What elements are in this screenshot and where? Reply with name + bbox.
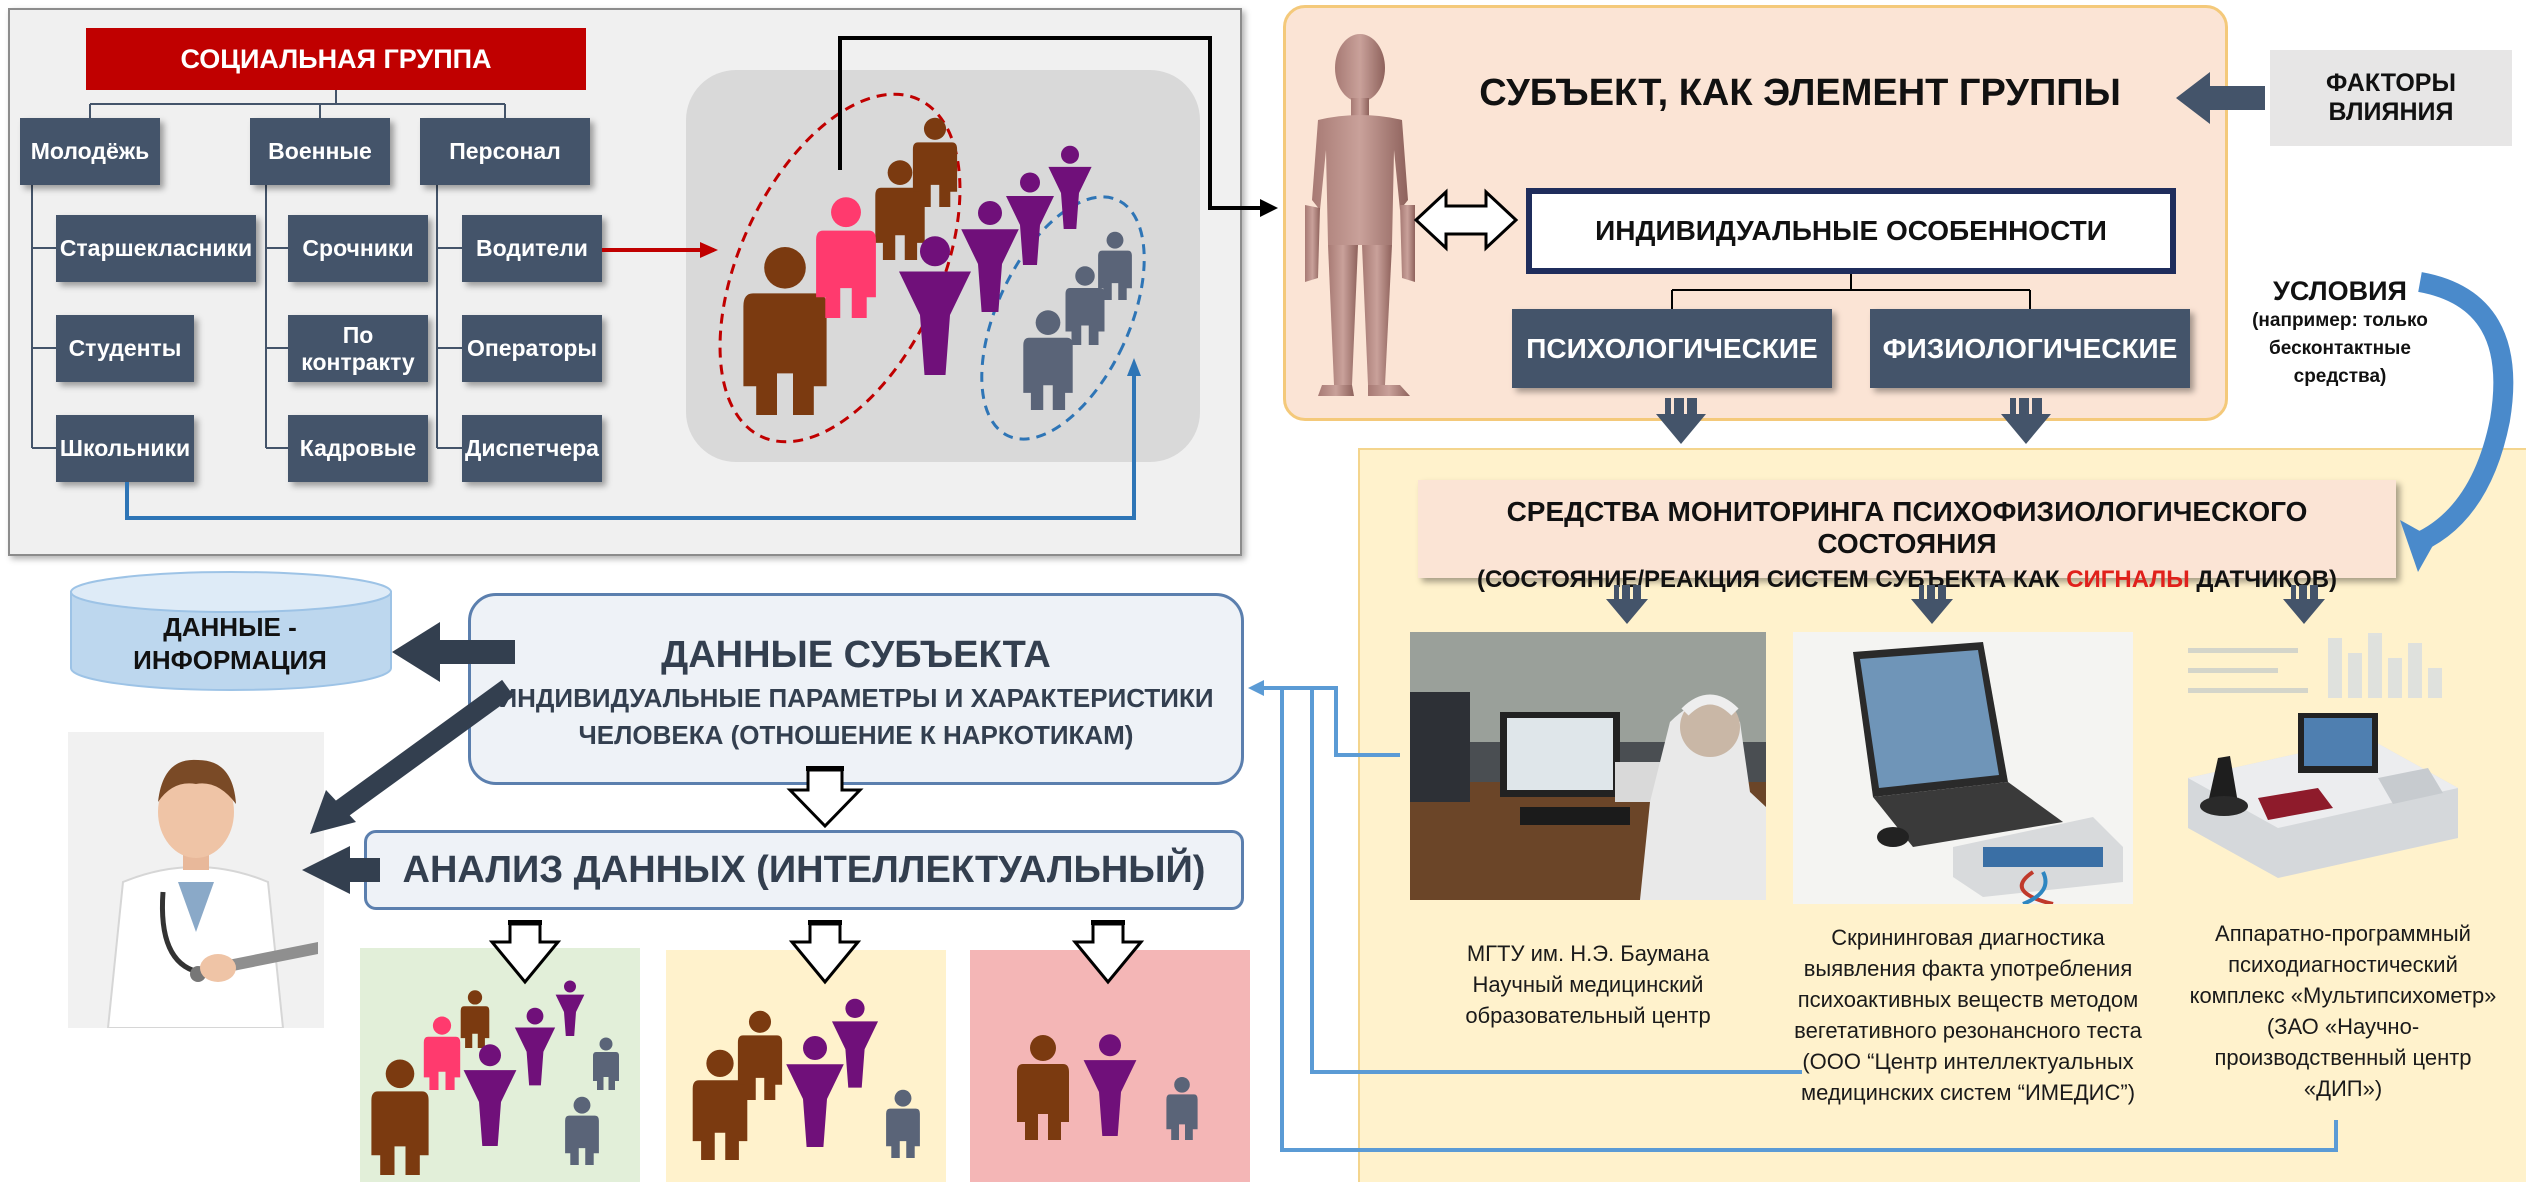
group-item-schoolchildren: Школьники <box>56 415 194 482</box>
factors-box: ФАКТОРЫ ВЛИЯНИЯ <box>2270 50 2512 146</box>
photo-bauman-lab <box>1410 632 1766 900</box>
group-item-operators: Операторы <box>462 315 602 382</box>
subject-title: СУБЪЕКТ, КАК ЭЛЕМЕНТ ГРУППЫ <box>1479 71 2121 114</box>
caption-imedis: Скрининговая диагностика выявления факта… <box>1794 925 2142 1105</box>
data-information-cylinder <box>70 571 392 691</box>
group-item-drivers: Водители <box>462 215 602 282</box>
group-item-career: Кадровые <box>288 415 428 482</box>
photo-multipsychometer <box>2168 628 2468 893</box>
group-item-conscripts: Срочники <box>288 215 428 282</box>
monitoring-subtitle-suffix: ДАТЧИКОВ) <box>2189 566 2338 593</box>
group-result-green <box>360 948 640 1182</box>
group-item-students: Студенты <box>56 315 194 382</box>
group-result-red <box>970 950 1250 1182</box>
caption-bauman: МГТУ им. Н.Э. Баумана Научный медицински… <box>1465 941 1711 1028</box>
monitoring-title: СРЕДСТВА МОНИТОРИНГА ПСИХОФИЗИОЛОГИЧЕСКО… <box>1506 496 2308 559</box>
group-result-yellow <box>666 950 946 1182</box>
crowd-area <box>686 70 1200 462</box>
group-item-senior-pupils: Старшекласники <box>56 215 256 282</box>
group-item-contract: По контракту <box>288 315 428 382</box>
column-header-military: Военные <box>250 118 390 185</box>
social-group-title: СОЦИАЛЬНАЯ ГРУППА <box>86 28 586 90</box>
psychological-box: ПСИХОЛОГИЧЕСКИЕ <box>1512 309 1832 388</box>
photo-imedis-device <box>1793 632 2133 904</box>
physiological-box: ФИЗИОЛОГИЧЕСКИЕ <box>1870 309 2190 388</box>
subject-data-line1: ИНДИВИДУАЛЬНЫЕ ПАРАМЕТРЫ И ХАРАКТЕРИСТИК… <box>498 683 1214 713</box>
subject-data-box: ДАННЫЕ СУБЪЕКТА ИНДИВИДУАЛЬНЫЕ ПАРАМЕТРЫ… <box>468 593 1244 785</box>
subject-data-line2: ЧЕЛОВЕКА (ОТНОШЕНИЕ К НАРКОТИКАМ) <box>578 720 1134 750</box>
subject-data-title: ДАННЫЕ СУБЪЕКТА <box>661 634 1051 676</box>
caption-multipsychometer: Аппаратно-программный психодиагностическ… <box>2189 921 2497 1101</box>
conditions-label: УСЛОВИЯ (например: только бесконтактные … <box>2250 276 2430 391</box>
conditions-note: (например: только бесконтактные средства… <box>2252 310 2428 387</box>
conditions-title: УСЛОВИЯ <box>2273 276 2407 306</box>
group-item-dispatchers: Диспетчера <box>462 415 602 482</box>
individual-features-box: ИНДИВИДУАЛЬНЫЕ ОСОБЕННОСТИ <box>1526 188 2176 274</box>
signals-highlight: СИГНАЛЫ <box>2066 566 2190 593</box>
data-information-label: ДАННЫЕ - ИНФОРМАЦИЯ <box>133 612 327 675</box>
column-header-personnel: Персонал <box>420 118 590 185</box>
doctor-photo <box>68 732 324 1028</box>
monitoring-subtitle: (СОСТОЯНИЕ/РЕАКЦИЯ СИСТЕМ СУБЪЕКТА КАК С… <box>1418 566 2396 594</box>
monitoring-subtitle-prefix: (СОСТОЯНИЕ/РЕАКЦИЯ СИСТЕМ СУБЪЕКТА КАК <box>1476 566 2067 593</box>
monitoring-title-box: СРЕДСТВА МОНИТОРИНГА ПСИХОФИЗИОЛОГИЧЕСКО… <box>1418 480 2396 593</box>
column-header-youth: Молодёжь <box>20 118 160 185</box>
analysis-box: АНАЛИЗ ДАННЫХ (ИНТЕЛЛЕКТУАЛЬНЫЙ) <box>364 830 1244 910</box>
